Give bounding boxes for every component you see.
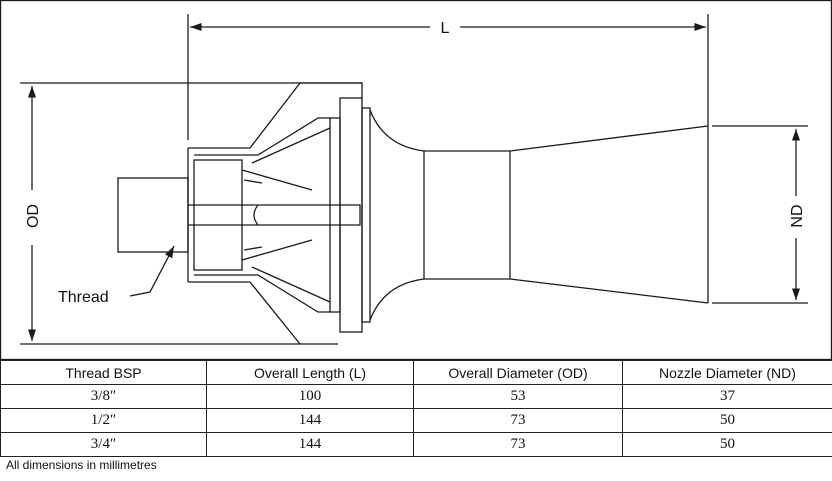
cell-nozzle-diameter: 50 bbox=[622, 432, 832, 457]
table-row: 1/2″ 144 73 50 bbox=[0, 408, 832, 433]
cell-overall-diameter: 73 bbox=[413, 408, 623, 433]
nozzle-body bbox=[117, 82, 709, 345]
dimension-length bbox=[187, 14, 709, 140]
table-row: 3/4″ 144 73 50 bbox=[0, 432, 832, 457]
footnote: All dimensions in millimetres bbox=[6, 458, 157, 472]
header-nozzle-diameter: Nozzle Diameter (ND) bbox=[622, 360, 832, 385]
cell-overall-length: 100 bbox=[206, 384, 414, 409]
length-label: L bbox=[441, 20, 450, 37]
table-row: 3/8″ 100 53 37 bbox=[0, 384, 832, 409]
cell-thread-bsp: 1/2″ bbox=[0, 408, 207, 433]
cell-thread-bsp: 3/4″ bbox=[0, 432, 207, 457]
header-overall-diameter: Overall Diameter (OD) bbox=[413, 360, 623, 385]
cell-thread-bsp: 3/8″ bbox=[0, 384, 207, 409]
header-thread-bsp: Thread BSP bbox=[0, 360, 207, 385]
cell-overall-length: 144 bbox=[206, 408, 414, 433]
dimension-nozzle-diameter bbox=[712, 125, 808, 304]
cell-overall-diameter: 73 bbox=[413, 432, 623, 457]
thread-leader bbox=[129, 245, 175, 297]
dimensions-table: Thread BSP Overall Length (L) Overall Di… bbox=[0, 360, 832, 457]
cell-nozzle-diameter: 37 bbox=[622, 384, 832, 409]
header-overall-length: Overall Length (L) bbox=[206, 360, 414, 385]
cell-nozzle-diameter: 50 bbox=[622, 408, 832, 433]
cell-overall-length: 144 bbox=[206, 432, 414, 457]
nozzle-diameter-label: ND bbox=[789, 204, 806, 227]
table-header-row: Thread BSP Overall Length (L) Overall Di… bbox=[0, 360, 832, 385]
outer-diameter-label: OD bbox=[25, 204, 42, 228]
drawing-frame bbox=[0, 0, 832, 360]
cell-overall-diameter: 53 bbox=[413, 384, 623, 409]
nozzle-technical-drawing: L OD ND bbox=[0, 0, 832, 360]
thread-label: Thread bbox=[58, 289, 109, 306]
